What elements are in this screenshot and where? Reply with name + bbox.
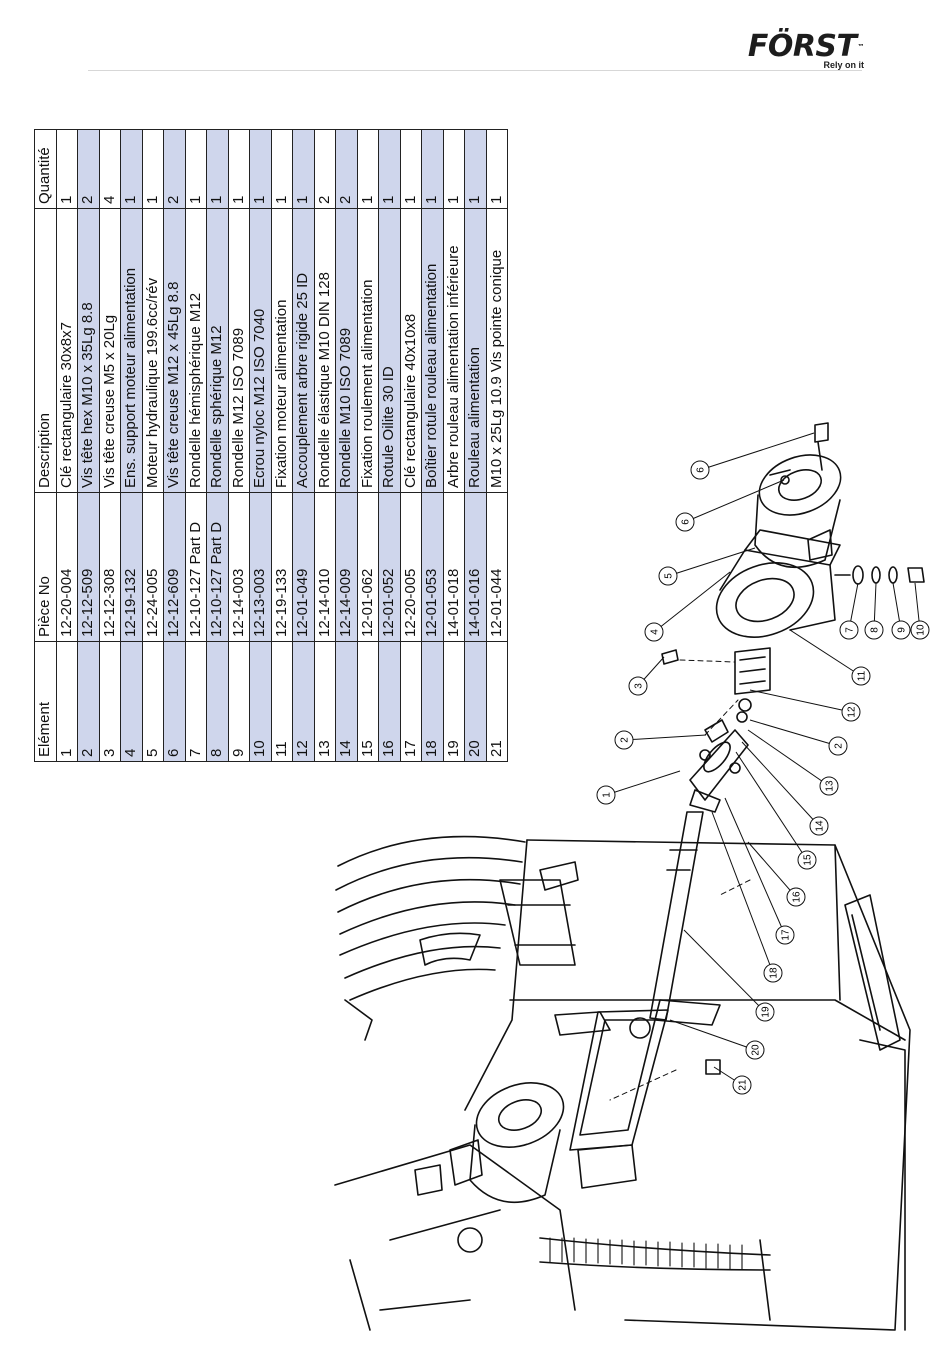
shaft-coupling bbox=[734, 647, 771, 723]
callout-14: 14 bbox=[741, 741, 829, 836]
callout-label: 10 bbox=[916, 624, 927, 636]
spring-and-lower-frame bbox=[334, 1144, 771, 1331]
callout-label: 11 bbox=[857, 670, 868, 681]
callout-label: 5 bbox=[664, 573, 675, 579]
callout-8: 8 bbox=[864, 582, 884, 640]
callout-12: 12 bbox=[749, 689, 861, 722]
brand-tagline: Rely on it bbox=[823, 60, 864, 70]
callout-label: 9 bbox=[897, 627, 908, 633]
callout-3: 3 bbox=[628, 656, 665, 696]
callout-label: 6 bbox=[696, 467, 707, 473]
callout-19: 19 bbox=[683, 929, 775, 1022]
callout-1: 1 bbox=[596, 770, 681, 805]
callout-label: 7 bbox=[845, 627, 856, 633]
motor-mount-plate bbox=[715, 529, 841, 638]
callout-2: 2 bbox=[749, 719, 848, 756]
washer-set bbox=[834, 565, 925, 585]
callout-15: 15 bbox=[735, 751, 817, 870]
callout-label: 21 bbox=[738, 1079, 749, 1091]
callout-label: 17 bbox=[781, 929, 792, 941]
callout-6: 6 bbox=[675, 479, 785, 532]
callout-6: 6 bbox=[690, 432, 815, 480]
callout-label: 4 bbox=[650, 629, 661, 635]
lower-hydraulic-motor bbox=[414, 1082, 565, 1203]
hydraulic-motor bbox=[754, 454, 842, 568]
callout-7: 7 bbox=[839, 582, 859, 640]
callout-label: 2 bbox=[620, 737, 631, 743]
callout-label: 3 bbox=[634, 683, 645, 689]
callout-label: 18 bbox=[769, 967, 780, 979]
callout-16: 16 bbox=[747, 841, 806, 907]
screw-3 bbox=[661, 649, 679, 665]
callout-4: 4 bbox=[644, 571, 731, 642]
callout-5: 5 bbox=[658, 547, 756, 586]
callout-label: 2 bbox=[834, 743, 845, 749]
brand-logo: FÖRST™ Rely on it bbox=[747, 29, 865, 71]
callout-label: 16 bbox=[792, 891, 803, 903]
feed-shaft bbox=[649, 811, 704, 1021]
callout-label: 6 bbox=[681, 519, 692, 525]
brand-mark: ™ bbox=[857, 43, 865, 51]
callout-9: 9 bbox=[891, 582, 911, 640]
callout-label: 20 bbox=[751, 1044, 762, 1056]
feed-roller-drum bbox=[335, 835, 526, 1041]
callout-label: 13 bbox=[825, 780, 836, 792]
machine-frame bbox=[464, 839, 911, 1331]
callout-label: 19 bbox=[761, 1006, 772, 1018]
callout-11: 11 bbox=[789, 629, 871, 686]
header-divider bbox=[88, 70, 862, 71]
callout-label: 12 bbox=[847, 706, 858, 718]
callout-20: 20 bbox=[669, 1019, 765, 1060]
callout-21: 21 bbox=[713, 1066, 752, 1095]
callout-label: 14 bbox=[815, 820, 826, 832]
callout-18: 18 bbox=[711, 811, 783, 983]
callout-label: 8 bbox=[870, 627, 881, 633]
lower-feed-roller-housing bbox=[569, 1009, 669, 1189]
callout-2: 2 bbox=[614, 730, 707, 750]
callout-label: 1 bbox=[602, 792, 613, 798]
top-bolt bbox=[814, 422, 829, 471]
callout-label: 15 bbox=[803, 854, 814, 866]
callout-10: 10 bbox=[910, 582, 930, 640]
bearing-housing bbox=[689, 719, 749, 813]
callout-17: 17 bbox=[724, 797, 795, 945]
screw-21 bbox=[705, 1059, 721, 1075]
callout-13: 13 bbox=[747, 729, 839, 796]
brand-name: FÖRST bbox=[747, 29, 857, 64]
